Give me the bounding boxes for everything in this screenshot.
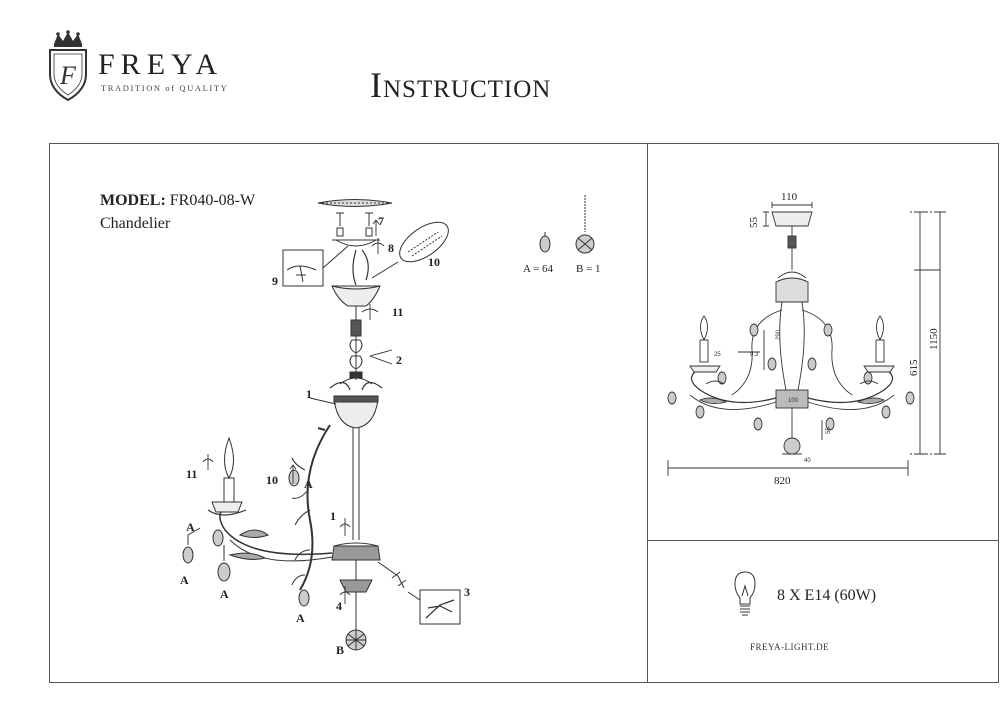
right-arm-outline [807,369,894,404]
crystal-a-count: A = 64 [523,263,554,275]
step-2-label: 2 [396,353,402,367]
step-10-label: 10 [266,473,278,487]
brand-crest-logo: F [49,30,87,102]
crystal-drops-outline [667,323,915,431]
step-1b-label: 1 [330,509,336,523]
page-title: Instruction [370,65,552,105]
dim-arm-detail-2: 9.3 [750,352,759,358]
leaf-arm [299,424,331,591]
canopy-outline [771,211,813,227]
dim-canopy-height: 55 [748,217,760,229]
dim-arm-detail-6: 55 [826,427,832,434]
content-frame [49,143,999,683]
model-line: MODEL: FR040-08-W [100,192,255,210]
part-a-label-3: A [180,573,189,587]
dim-arm-detail-4: 100 [788,398,799,404]
candle-sleeve [223,477,235,503]
canopy-cup [331,285,381,307]
step-4-label: 4 [336,599,342,613]
dim-arm-detail-3: 290 [776,329,782,340]
part-b-label: B [336,643,344,657]
left-arm-outline [690,369,777,404]
model-label: MODEL: [100,192,166,209]
bulb-flame [224,436,234,480]
mounting-screws-icon [336,212,373,237]
light-bulb-icon [734,571,756,616]
rotation-arrows-icon [202,219,393,604]
dim-canopy-width: 110 [781,191,798,203]
dim-arm-detail-1: 25 [714,352,721,358]
detail-box-3 [419,589,461,625]
brand-tagline: TRADITION of QUALITY [101,83,229,93]
step-6-label: 8 [388,241,394,255]
detail-oval-8 [399,221,449,263]
frame-divider-horizontal [647,540,999,541]
step-5-label: 7 [378,214,384,228]
step-9-label: 11 [392,305,403,319]
crystal-a-icon [539,235,551,253]
model-code: FR040-08-W [169,192,256,209]
central-bowl [333,399,379,429]
central-hub [331,545,381,561]
brand-name: FREYA [98,48,224,81]
step-11-label: 11 [186,467,197,481]
dim-total-width: 820 [774,475,791,485]
step-1-label: 1 [306,387,312,401]
crystal-b-count: B = 1 [576,263,601,275]
step-3-label: 3 [464,585,470,599]
monogram: F [59,61,77,90]
part-a-label-4: A [220,587,229,601]
part-a-label-2: A [186,520,195,534]
frame-divider-vertical [647,143,648,683]
dim-body-height: 615 [908,359,920,376]
step-8-label: 10 [428,255,440,269]
assembly-diagram: 7 8 9 10 11 2 1 1 3 4 11 10 A A A A A B … [180,195,601,657]
crystal-drops-a [182,469,310,607]
product-type: Chandelier [100,215,171,232]
dim-total-height: 1150 [928,328,940,350]
dimension-drawing: 110 55 1150 615 820 25 9.3 290 100 40 55 [667,191,946,485]
step-7-label: 9 [272,274,278,288]
dim-arm-detail-5: 40 [804,458,811,464]
bulb-spec: 8 X E14 (60W) [777,587,877,604]
part-a-label-5: A [296,611,305,625]
footer-url[interactable]: FREYA-LIGHT.DE [750,642,830,652]
part-a-label-1: A [304,477,313,491]
